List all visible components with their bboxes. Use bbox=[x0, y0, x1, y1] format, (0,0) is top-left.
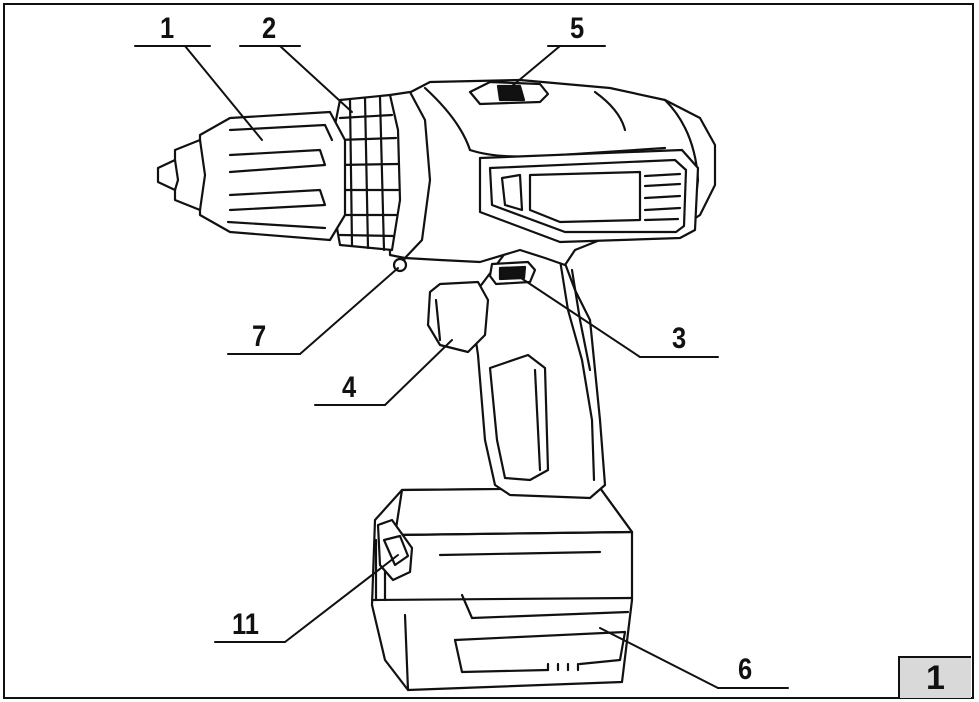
callout-5: 5 bbox=[570, 12, 585, 45]
leader-3-pointer bbox=[514, 273, 641, 358]
torque-ring bbox=[330, 93, 402, 252]
callout-11: 11 bbox=[232, 608, 259, 641]
leader-6-pointer bbox=[599, 627, 719, 689]
callout-6: 6 bbox=[738, 653, 753, 686]
callout-3: 3 bbox=[672, 322, 687, 355]
callout-2: 2 bbox=[262, 12, 277, 45]
leader-4-pointer bbox=[384, 339, 453, 406]
figure-number-badge: 1 bbox=[898, 656, 971, 698]
callout-1: 1 bbox=[160, 12, 175, 45]
leader-1-pointer bbox=[184, 45, 263, 141]
battery-pack bbox=[370, 486, 634, 692]
handle bbox=[468, 238, 607, 500]
chuck-nose bbox=[156, 138, 207, 212]
vent-panel bbox=[478, 148, 700, 244]
gear-selector bbox=[468, 80, 550, 106]
leader-5-pointer bbox=[504, 45, 561, 93]
callout-4: 4 bbox=[342, 371, 357, 404]
leader-2-pointer bbox=[279, 45, 353, 113]
leader-11-pointer bbox=[284, 554, 399, 643]
figure-number: 1 bbox=[926, 658, 945, 697]
callout-7: 7 bbox=[252, 320, 267, 353]
leader-7-pointer bbox=[299, 267, 399, 355]
direction-switch bbox=[488, 260, 537, 286]
trigger bbox=[426, 280, 490, 354]
chuck bbox=[198, 110, 347, 242]
leader-lines bbox=[134, 45, 789, 689]
